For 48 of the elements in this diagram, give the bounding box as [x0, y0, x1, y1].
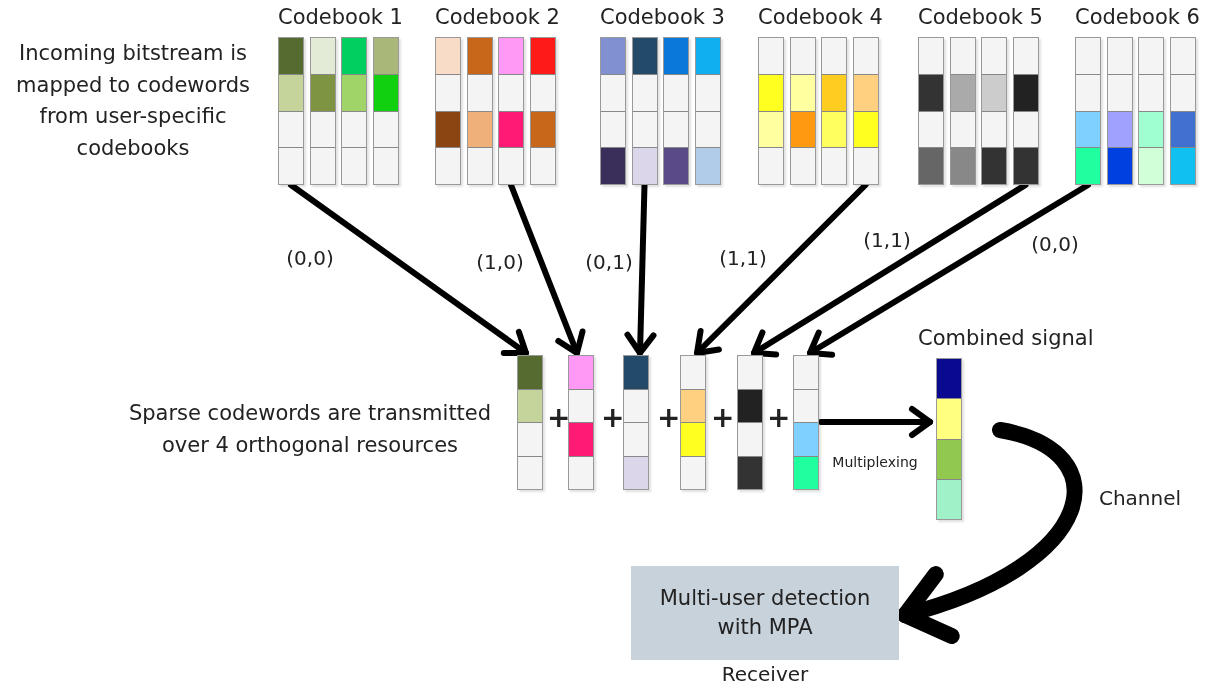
codeword-bar — [1138, 37, 1164, 185]
codeword-bar — [789, 37, 816, 185]
description-text: Sparse codewords are transmitted over 4 orthogonal resources — [127, 400, 493, 459]
codeword-bar — [309, 37, 336, 185]
edge-label: Multiplexing — [830, 454, 920, 470]
codebook-title: Codebook 1 — [278, 5, 403, 29]
codeword-bar — [694, 37, 721, 185]
codeword-bar — [435, 37, 461, 185]
detector-box: Multi-user detection with MPA — [631, 566, 899, 660]
codeword-bar — [466, 37, 493, 185]
codeword-bar — [372, 37, 399, 185]
codebook-title: Codebook 5 — [918, 5, 1043, 29]
codeword-bar — [498, 37, 524, 185]
codeword-bar — [821, 37, 847, 185]
plus-sign: + — [711, 404, 735, 432]
codeword-bar — [568, 355, 594, 490]
codeword-bar — [278, 37, 304, 185]
codeword-bar — [631, 37, 658, 185]
codeword-bar — [1012, 37, 1039, 185]
codeword-bar — [623, 355, 649, 490]
codeword-bar — [981, 37, 1007, 185]
codebook-title: Codebook 3 — [600, 5, 725, 29]
codebook-title: Codebook 2 — [435, 5, 560, 29]
codeword-bar — [600, 37, 626, 185]
codeword-bar — [852, 37, 879, 185]
codebook-title: Codebook 6 — [1075, 5, 1200, 29]
codeword-bar — [529, 37, 556, 185]
plus-sign: + — [657, 404, 681, 432]
codeword-bar — [341, 37, 367, 185]
plus-sign: + — [547, 404, 571, 432]
codeword-bar — [663, 37, 689, 185]
codeword-bar — [758, 37, 784, 185]
codeword-bar — [737, 355, 763, 490]
codeword-bar — [793, 355, 819, 490]
codebook-title: Codebook 4 — [758, 5, 883, 29]
plus-sign: + — [767, 404, 791, 432]
codeword-bar — [1169, 37, 1196, 185]
receiver-caption: Receiver — [720, 662, 810, 686]
codeword-bar — [949, 37, 976, 185]
plus-sign: + — [601, 404, 625, 432]
codeword-bar — [1106, 37, 1133, 185]
description-text: Incoming bitstream is mapped to codewords from user-specific codebooks — [15, 40, 251, 162]
codeword-bar — [517, 355, 543, 490]
arrow — [818, 406, 933, 438]
codeword-bar — [918, 37, 944, 185]
signal-title: Combined signal — [918, 326, 1094, 350]
codeword-bar — [1075, 37, 1101, 185]
codeword-bar — [680, 355, 706, 490]
